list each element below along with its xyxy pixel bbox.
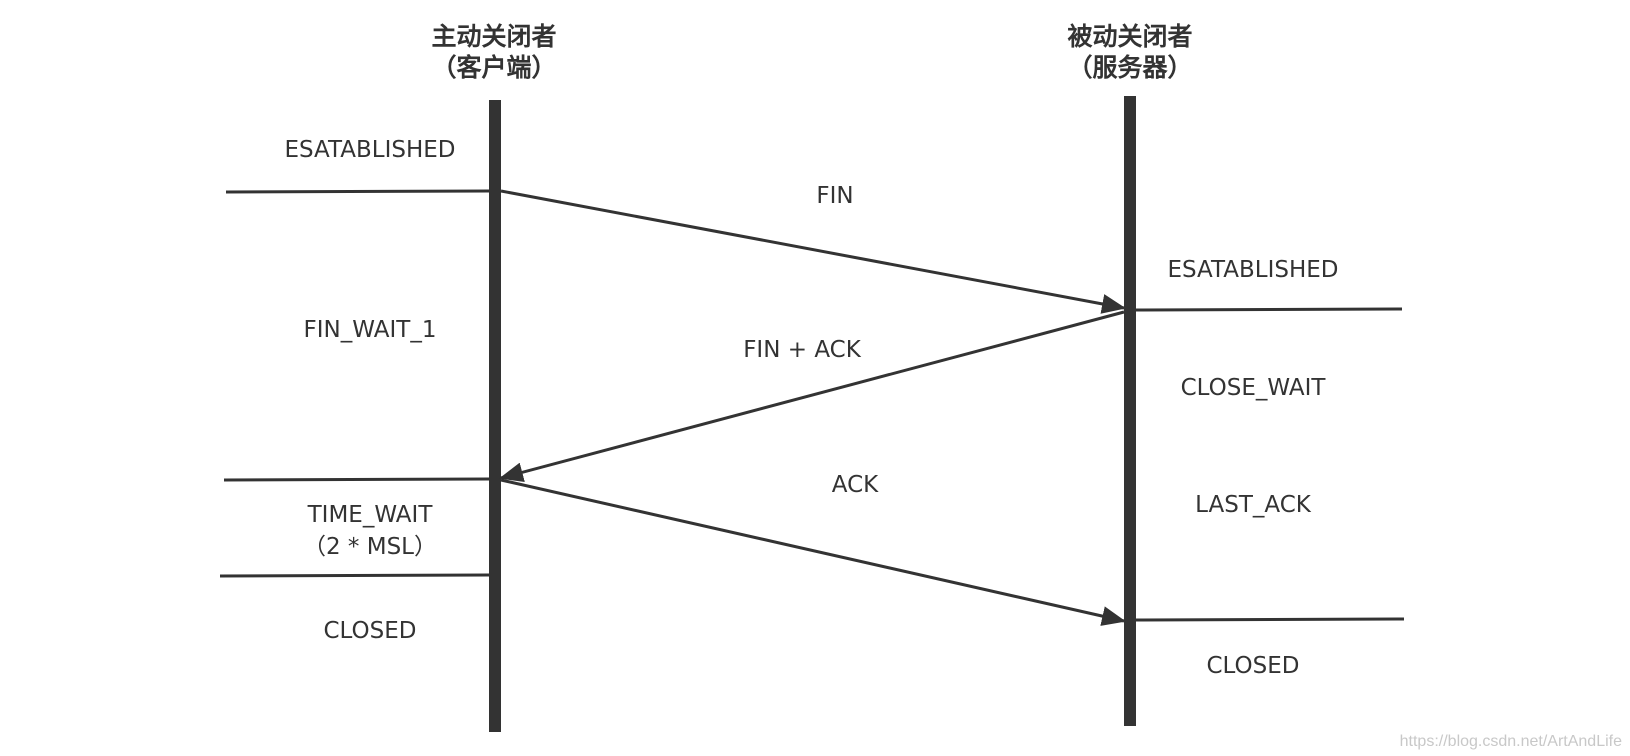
- fin-ack-arrow: [499, 310, 1125, 482]
- server-boundary-closed: [1135, 617, 1405, 622]
- server-state-close-wait: CLOSE_WAIT: [1181, 375, 1327, 401]
- server-lifeline: [1124, 96, 1136, 726]
- server-state-closed: CLOSED: [1207, 653, 1300, 679]
- client-title: 主动关闭者: [431, 22, 556, 51]
- client-boundary-closed: [219, 573, 490, 578]
- client-state-time-wait-note: （2 * MSL）: [303, 534, 437, 560]
- fin-ack-label: FIN + ACK: [743, 337, 862, 363]
- client-state-established: ESATABLISHED: [284, 137, 455, 163]
- server-state-last-ack: LAST_ACK: [1195, 492, 1312, 518]
- fin-arrow: [500, 189, 1126, 314]
- fin-label: FIN: [816, 183, 853, 209]
- client-boundary-established: [225, 189, 490, 194]
- server-subtitle: （服务器）: [1067, 53, 1192, 82]
- ack-arrow: [500, 478, 1126, 626]
- watermark: https://blog.csdn.net/ArtAndLife: [1400, 733, 1622, 750]
- server-boundary-close-wait: [1135, 307, 1403, 312]
- client-boundary-time-wait-start: [223, 477, 490, 482]
- client-state-time-wait: TIME_WAIT: [307, 502, 434, 528]
- server-state-established: ESATABLISHED: [1167, 257, 1338, 283]
- client-subtitle: （客户端）: [431, 53, 556, 82]
- server-title: 被动关闭者: [1067, 22, 1192, 51]
- client-state-closed: CLOSED: [324, 618, 417, 644]
- ack-label: ACK: [832, 472, 879, 498]
- client-lifeline: [489, 100, 501, 732]
- client-state-fin-wait-1: FIN_WAIT_1: [304, 317, 437, 343]
